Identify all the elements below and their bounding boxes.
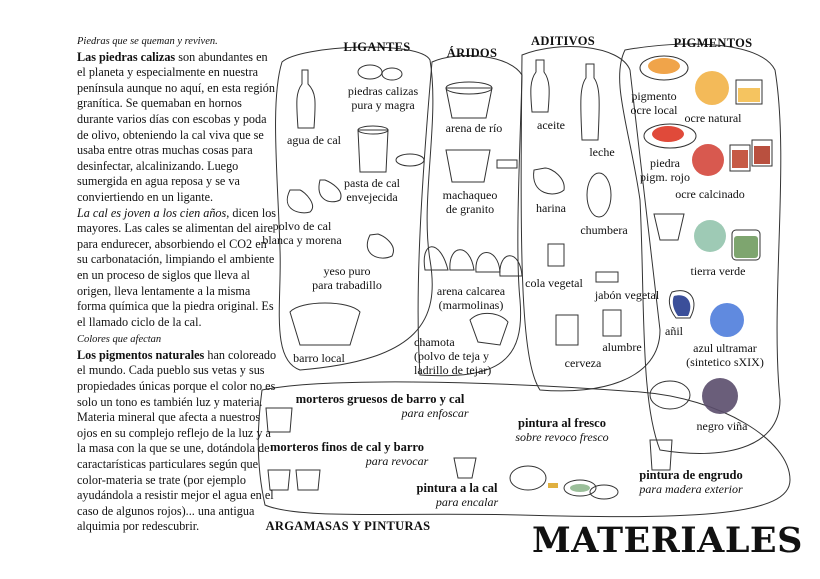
label-azul-ultramar: azul ultramar(sintetico sXIX) (686, 341, 764, 369)
pigments-heading: Los pigmentos naturales (77, 347, 205, 362)
heading-aditivos: ADITIVOS (531, 34, 595, 48)
label-chumbera: chumbera (580, 223, 628, 237)
piedra-rojo-swatch (652, 126, 684, 142)
label-aceite: aceite (537, 118, 565, 132)
ocre-natural-swatch (695, 71, 729, 105)
intro-text: Piedras que se queman y reviven. Las pie… (77, 34, 277, 535)
label-barro-local: barro local (293, 351, 345, 365)
limestone-body-2: , dicen los mayores. Las cales se alimen… (77, 205, 277, 329)
label-jabon-vegetal: jabón vegetal (594, 288, 660, 302)
label-ocre-calcinado: ocre calcinado (675, 187, 745, 201)
label-harina: harina (536, 201, 566, 215)
pigments-body: han coloreado el mundo. Cada pueblo sus … (77, 347, 277, 534)
heading-argamasas: ARGAMASAS Y PINTURAS (265, 519, 431, 533)
heading-pigmentos: PIGMENTOS (673, 36, 753, 50)
limestone-body: son abundantes en el planeta y especialm… (77, 49, 275, 204)
label-tierra-verde: tierra verde (690, 264, 746, 278)
aridos-outline (417, 55, 523, 377)
page-title: MATERIALES (532, 520, 803, 561)
lime-quote: La cal es joven a los cien años (77, 205, 227, 220)
limestone-subtitle: Piedras que se queman y reviven. (77, 36, 218, 47)
negro-vina-swatch (702, 378, 738, 414)
bottle-icon (296, 69, 316, 129)
label-arena-rio: arena de río (445, 121, 503, 135)
label-negro-vina: negro viña (696, 419, 748, 433)
argamasas-outline (257, 381, 791, 518)
label-ocre-natural: ocre natural (684, 111, 742, 125)
label-cola-vegetal: cola vegetal (525, 276, 583, 290)
label-arena-calcarea: arena calcarea(marmolinas) (436, 284, 506, 312)
pigments-subtitle: Colores que afectan (77, 334, 162, 346)
aditivos-outline (520, 46, 661, 392)
heading-aridos: ÁRIDOS (446, 46, 498, 60)
ocre-calcinado-swatch (692, 144, 724, 176)
label-cerveza: cerveza (564, 356, 602, 370)
azul-ultramar-swatch (710, 303, 744, 337)
label-anil: añil (665, 324, 683, 338)
tierra-verde-swatch (694, 220, 726, 252)
limestone-paragraph: Las piedras calizas son abundantes en el… (77, 50, 277, 331)
ocre-local-swatch (648, 58, 680, 74)
pigmentos-outline (619, 43, 782, 454)
label-alumbre: alumbre (602, 340, 642, 354)
ligantes-outline (275, 46, 434, 371)
label-leche: leche (589, 145, 615, 159)
limestone-heading: Las piedras calizas (77, 49, 176, 64)
heading-ligantes: LIGANTES (343, 40, 411, 54)
pigments-paragraph: Los pigmentos naturales han coloreado el… (77, 348, 277, 535)
label-agua-de-cal: agua de cal (287, 133, 341, 147)
